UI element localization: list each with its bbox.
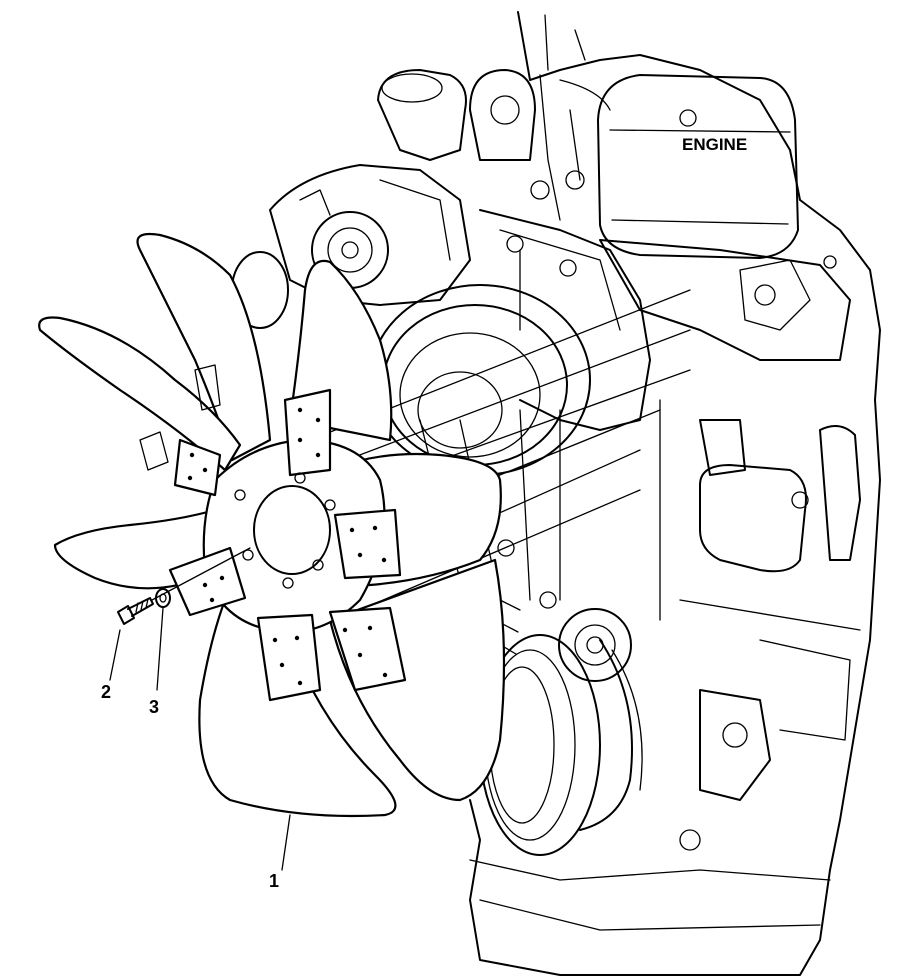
callout-1: 1: [269, 871, 279, 891]
engine-block: [231, 11, 881, 976]
callout-3: 3: [149, 697, 159, 717]
callout-2: 2: [101, 682, 111, 702]
leader-line-1: [281, 814, 291, 871]
bolt-icon: [117, 597, 154, 625]
cooling-fan-icon: [38, 232, 506, 818]
assembly-axis-line: [151, 547, 251, 601]
leader-line-2: [109, 629, 121, 681]
engine-label: ENGINE: [682, 135, 747, 154]
leader-line-3: [156, 607, 164, 691]
